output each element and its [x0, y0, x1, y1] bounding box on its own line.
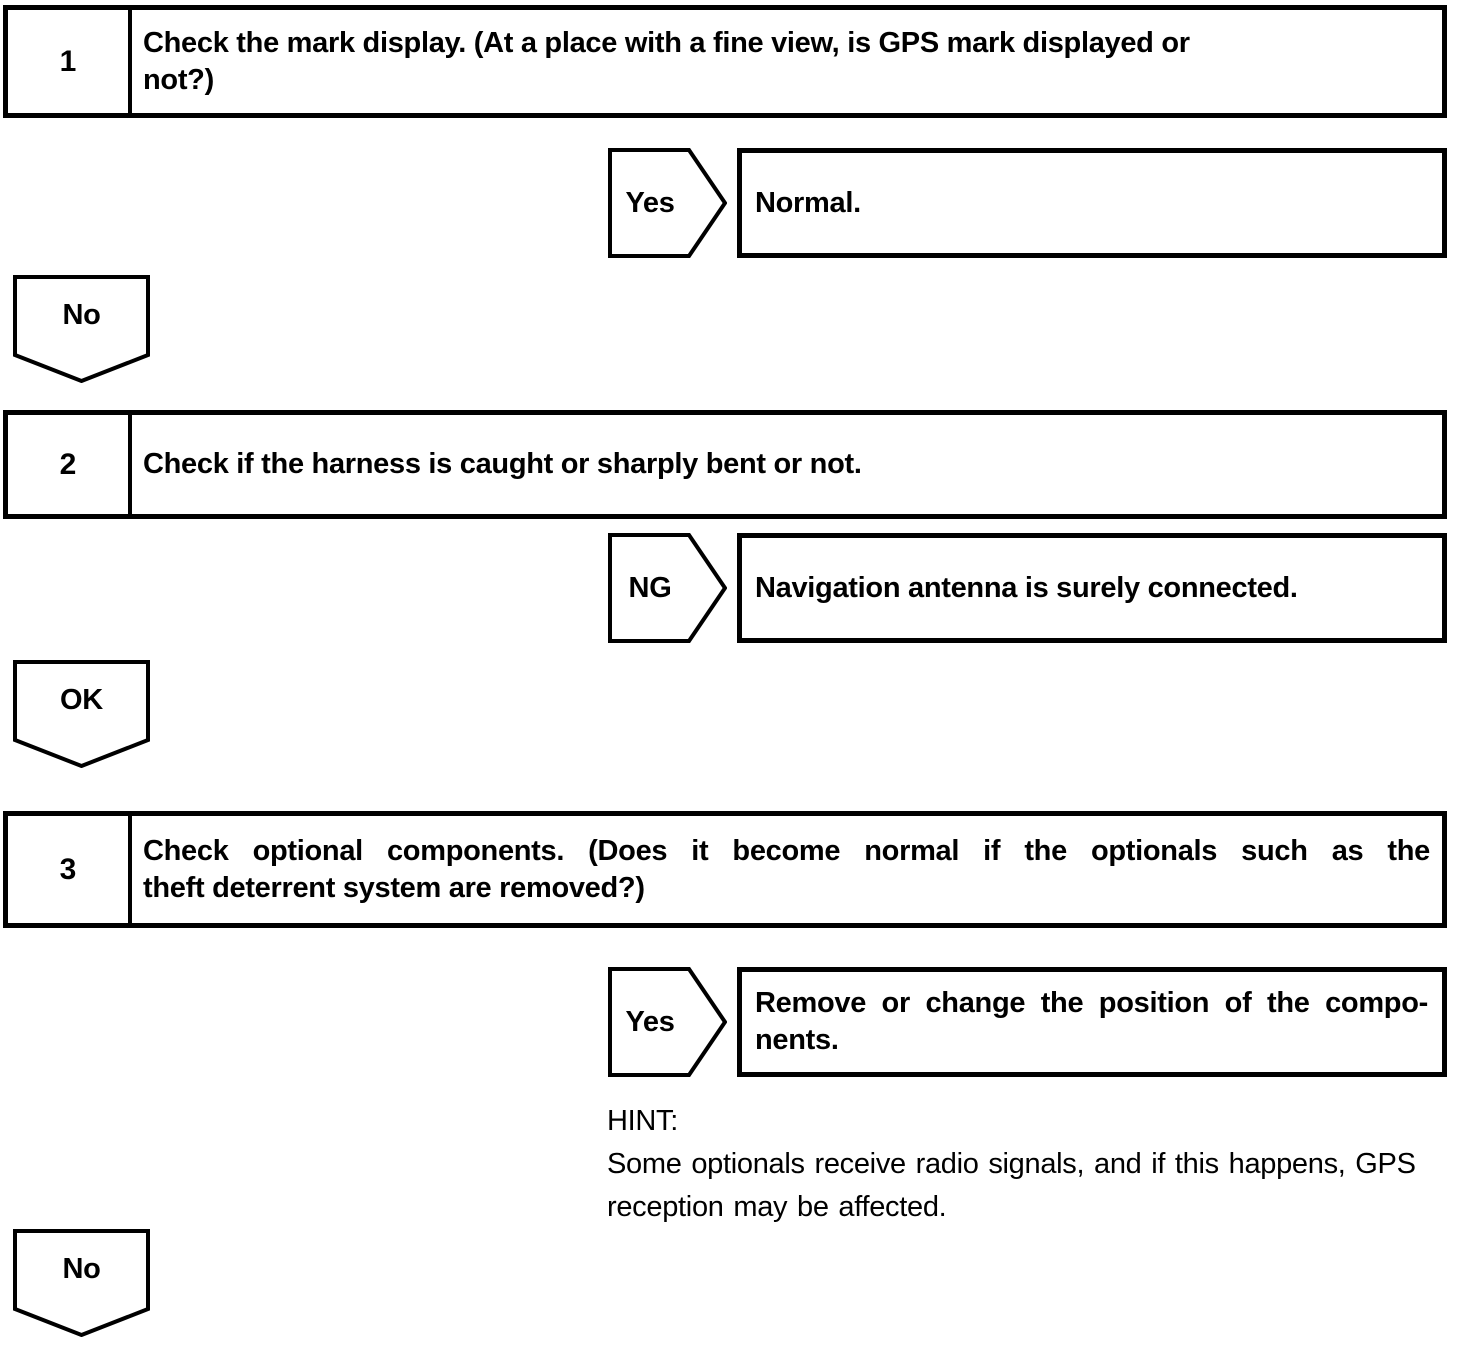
branch-2-ng-pentagon: NG: [608, 533, 727, 643]
result-2-box: Navigation antenna is surely connected.: [737, 533, 1447, 643]
step-2-box: 2 Check if the harness is caught or shar…: [3, 410, 1447, 519]
right-arrow-pentagon-shape: [608, 967, 727, 1077]
result-1-box: Normal.: [737, 148, 1447, 258]
result-2-text: Navigation antenna is surely connected.: [755, 571, 1298, 604]
step-3-line-1: Check optional components. (Does it beco…: [143, 834, 1430, 867]
branch-3-yes-pentagon: Yes: [608, 967, 727, 1077]
branch-2-label: NG: [628, 571, 672, 604]
step-2-line-1: Check if the harness is caught or sharpl…: [143, 448, 862, 480]
step-1-text: Check the mark display. (At a place with…: [132, 10, 1442, 113]
right-arrow-pentagon-shape: [608, 533, 727, 643]
result-3-line-2: nents.: [755, 1024, 839, 1056]
step-1-line-2: not?): [143, 63, 214, 96]
step-2-number: 2: [8, 415, 132, 514]
step-2-text: Check if the harness is caught or sharpl…: [132, 415, 1442, 514]
continue-1-label: No: [62, 298, 101, 331]
result-1-text: Normal.: [755, 186, 861, 219]
down-arrow-pentagon-shape: [13, 1229, 150, 1337]
branch-3-label: Yes: [625, 1005, 675, 1038]
continue-3-no-pentagon: No: [13, 1229, 150, 1337]
continue-3-label: No: [62, 1252, 101, 1285]
down-arrow-pentagon-shape: [13, 275, 150, 383]
step-3-text: Check optional components. (Does it beco…: [132, 816, 1442, 923]
step-3-line-2: theft deterrent system are removed?): [143, 871, 645, 904]
branch-1-label: Yes: [625, 186, 675, 219]
hint-label: HINT:: [607, 1105, 679, 1137]
continue-2-ok-pentagon: OK: [13, 660, 150, 768]
step-1-number: 1: [8, 10, 132, 113]
down-arrow-pentagon-shape: [13, 660, 150, 768]
branch-1-yes-pentagon: Yes: [608, 148, 727, 258]
hint-line-2: reception may be affected.: [607, 1191, 947, 1223]
continue-2-label: OK: [60, 683, 103, 716]
hint-line-1: Some optionals receive radio signals, an…: [607, 1148, 1416, 1180]
result-3-box: Remove or change the position of the com…: [737, 967, 1447, 1077]
step-1-box: 1 Check the mark display. (At a place wi…: [3, 5, 1447, 118]
right-arrow-pentagon-shape: [608, 148, 727, 258]
hint-block: HINT: Some optionals receive radio signa…: [607, 1100, 1469, 1229]
step-3-box: 3 Check optional components. (Does it be…: [3, 811, 1447, 928]
step-3-number: 3: [8, 816, 132, 923]
continue-1-no-pentagon: No: [13, 275, 150, 383]
step-1-line-1: Check the mark display. (At a place with…: [143, 26, 1190, 59]
result-3-line-1: Remove or change the position of the com…: [755, 987, 1428, 1019]
